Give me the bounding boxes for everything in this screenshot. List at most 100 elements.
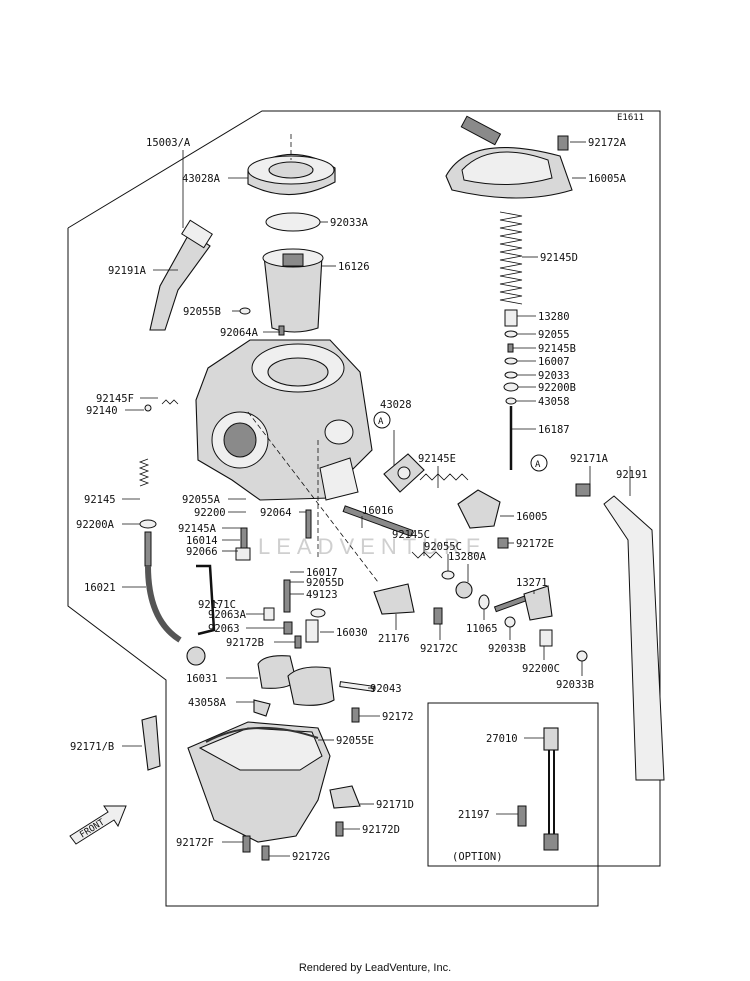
jet-cap [263,607,275,621]
watermark: LEADVENTURE [258,534,487,559]
drain-screw [335,821,344,837]
washer [139,519,157,529]
part-labels: 15003/A 43028A 92033A 92191A 16126 92055… [70,137,648,863]
small-spring [507,343,514,353]
holder-o-ring [504,330,518,338]
screw-92172E [497,537,509,549]
plunger-spring-c [411,551,443,559]
float-valve-clip [253,699,271,717]
part-label: 92055A [182,494,221,506]
float [257,655,335,706]
part-label: 92033B [556,679,594,691]
part-label: 27010 [486,733,518,745]
washer-92200C [539,629,553,647]
float-pin [339,681,375,692]
cover-screw [557,135,569,151]
part-label: 16021 [84,582,116,594]
part-label: 16030 [336,627,368,639]
choke-shaft-13271 [493,585,553,621]
hose-clamp [575,483,591,497]
assembly-frame [67,110,661,907]
part-label: 92191 [616,469,648,481]
part-label: 92055 [538,329,570,341]
choke-lever [373,583,415,615]
part-label: 92191A [108,265,147,277]
seal-11065 [478,594,490,610]
part-label: 16007 [538,356,570,368]
clip-92033 [504,371,518,379]
slide-spring [499,211,523,305]
option-box [427,702,599,867]
carburetor-top-cap [247,134,336,196]
idle-spring [161,399,179,405]
part-label: 21176 [378,633,410,645]
vent-hose [149,231,211,331]
part-label: 13271 [516,577,548,589]
front-arrow: FRONT [69,805,127,845]
part-label: 16017 [306,567,338,579]
part-label: 92055B [183,306,221,318]
spring-clip [278,325,285,336]
part-label: 92145A [178,523,217,535]
part-label: 92172E [516,538,554,550]
footer-credit: Rendered by LeadVenture, Inc. [298,962,452,974]
part-label: 43028 [380,399,412,411]
part-label: 92033 [538,370,570,382]
part-label: 11065 [466,623,498,635]
throttle-cable [144,531,206,666]
part-label: 92055D [306,577,344,589]
bowl-screw-f [242,835,251,853]
callout-letter-right: A [535,460,541,470]
part-label: 92172G [292,851,330,863]
part-label: 92145 [84,494,116,506]
part-label: 16031 [186,673,218,685]
part-label: 92063A [208,609,247,621]
top-cover [445,115,573,199]
option-label: (OPTION) [452,851,503,863]
bowl-drain-hose [329,785,361,809]
part-label: 16187 [538,424,570,436]
jet-holder [235,547,251,561]
spacer-92200B [503,382,519,392]
plunger-shaft [342,505,414,537]
pilot-screw [283,579,291,613]
part-label: 13280A [448,551,487,563]
part-label: 92043 [370,683,402,695]
adjuster-13280A [455,581,473,599]
bowl-screw-g [261,845,270,861]
part-label: 92200C [522,663,560,675]
part-label: 49123 [306,589,338,601]
part-label: 92200 [194,507,226,519]
part-label: 16005 [516,511,548,523]
part-label: 92145E [418,453,456,465]
part-label: 92171A [570,453,609,465]
part-label: 16014 [186,535,218,547]
part-label: 43058A [188,697,227,709]
throttle-stop-spring [138,458,150,487]
callout-circle-right [530,454,548,472]
float-bowl [187,721,331,843]
main-jet [283,621,293,635]
part-label: 92172D [362,824,400,836]
part-label: 92140 [86,405,118,417]
screw-ball [144,404,152,412]
needle-seat [294,635,302,649]
part-label: 15003/A [146,137,191,149]
vent-hose-end [181,219,213,249]
part-label: 92171/B [70,741,114,753]
part-label: 92172F [176,837,214,849]
part-label: 92055E [336,735,374,747]
part-label: 92145B [538,343,576,355]
part-label: 92172B [226,637,264,649]
valve-o-ring [310,608,326,618]
part-label: 16126 [338,261,370,273]
part-label: 92145C [392,529,430,541]
o-ring-c [441,570,455,580]
part-label: 43058 [538,396,570,408]
o-ring [239,307,251,315]
leader-lines [122,141,631,857]
choke-guide-line [247,411,379,583]
part-label: 92200B [538,382,576,394]
needle-clip [505,397,517,405]
